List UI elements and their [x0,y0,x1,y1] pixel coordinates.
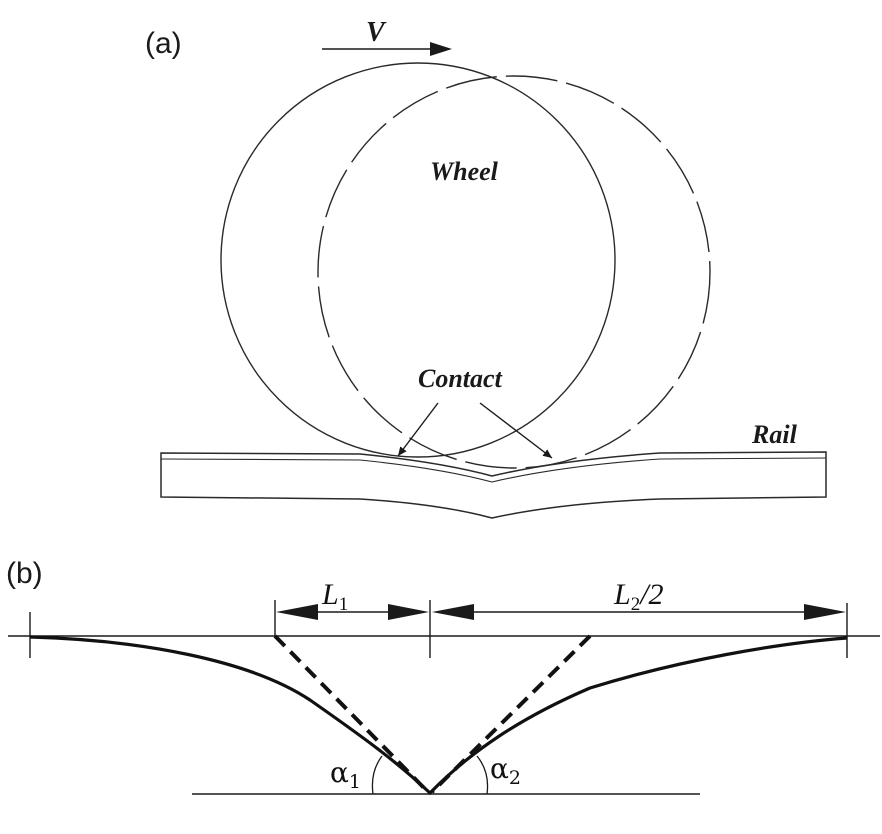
rail-top-surface-line [160,457,827,483]
rail-outline [160,451,827,519]
l1-dimension [276,604,429,620]
velocity-arrow-head [430,42,452,56]
tangent-left-dashed [273,634,430,794]
contact-arrow-right [479,402,553,459]
alpha2-arc [476,755,489,795]
wheel-advanced-outline [317,75,711,469]
contact-arrow-left [397,402,439,457]
l1-label: L1 [321,578,348,615]
wheel-label: Wheel [430,157,499,186]
panel-b-label: (b) [6,557,43,590]
tangent-right-dashed [430,634,592,794]
rail-label: Rail [751,420,798,449]
velocity-label: V [366,17,387,48]
deflection-curve [29,635,848,796]
alpha2-label: α2 [490,752,521,789]
panel-a-label: (a) [145,27,182,60]
panel-b: (b) L1 L2/2 α1 α2 [6,557,880,796]
alpha1-arc [371,755,383,795]
l2-arrow-left [432,604,474,620]
rail [160,451,827,519]
velocity-arrow [322,42,452,56]
wheel-initial-outline [220,62,616,458]
l2-arrow-right [804,604,846,620]
alpha1-label: α1 [330,756,361,793]
l2-half-label: L2/2 [613,578,664,615]
l1-arrow-right [388,604,429,620]
l2-half-dimension [432,604,846,620]
contact-label: Contact [418,364,503,393]
l1-arrow-left [276,604,318,620]
panel-a: (a) V Wheel Contact Rail [145,17,827,519]
